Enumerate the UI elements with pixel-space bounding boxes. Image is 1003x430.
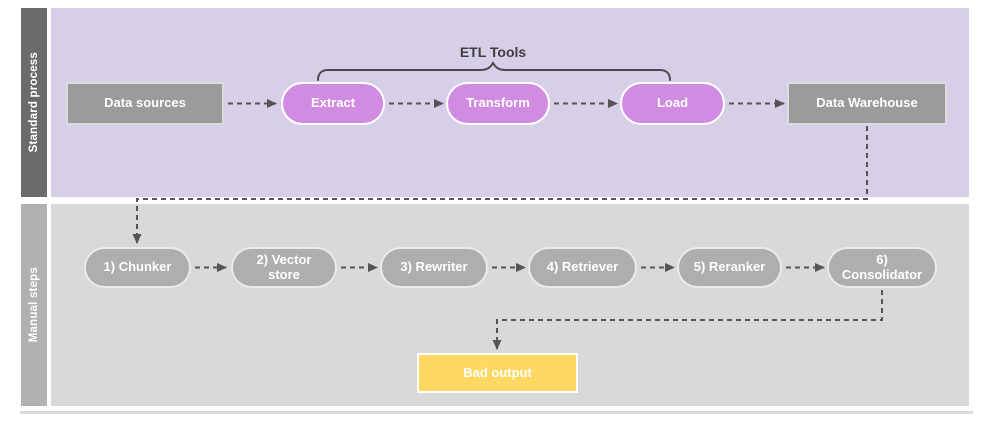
extract-label: Extract	[310, 95, 356, 111]
data-sources-node: Data sources	[66, 82, 224, 125]
load-node: Load	[620, 82, 725, 125]
connector-data-warehouse-to-chunker	[132, 126, 868, 244]
load-label: Load	[656, 95, 689, 111]
lane-standard-process-bar: Standard process	[21, 8, 47, 197]
data-warehouse-label: Data Warehouse	[816, 95, 918, 111]
canvas-bottom-rule	[20, 411, 973, 414]
step-rewriter-label: 3) Rewriter	[400, 259, 468, 275]
transform-node: Transform	[446, 82, 550, 125]
step-chunker-node: 1) Chunker	[84, 247, 191, 288]
bad-output-node: Bad output	[417, 353, 578, 393]
etl-tools-brace	[317, 61, 671, 81]
transform-label: Transform	[466, 95, 530, 111]
step-consolidator-label: 6) Consolidator	[841, 251, 923, 282]
step-consolidator-node: 6) Consolidator	[827, 247, 937, 288]
step-reranker-node: 5) Reranker	[677, 247, 782, 288]
bad-output-label: Bad output	[463, 364, 532, 380]
etl-tools-caption: ETL Tools	[459, 44, 527, 60]
data-warehouse-node: Data Warehouse	[787, 82, 947, 125]
step-vector-store-label: 2) Vector store	[256, 251, 312, 282]
step-retriever-node: 4) Retriever	[528, 247, 637, 288]
step-vector-store-node: 2) Vector store	[231, 247, 337, 288]
extract-node: Extract	[281, 82, 385, 125]
step-reranker-label: 5) Reranker	[693, 259, 766, 275]
connector-consolidator-to-bad-output	[492, 290, 883, 350]
step-chunker-label: 1) Chunker	[103, 259, 172, 275]
data-sources-label: Data sources	[104, 95, 186, 111]
step-rewriter-node: 3) Rewriter	[380, 247, 488, 288]
lane-manual-steps-bar: Manual steps	[21, 204, 47, 406]
step-retriever-label: 4) Retriever	[546, 259, 619, 275]
